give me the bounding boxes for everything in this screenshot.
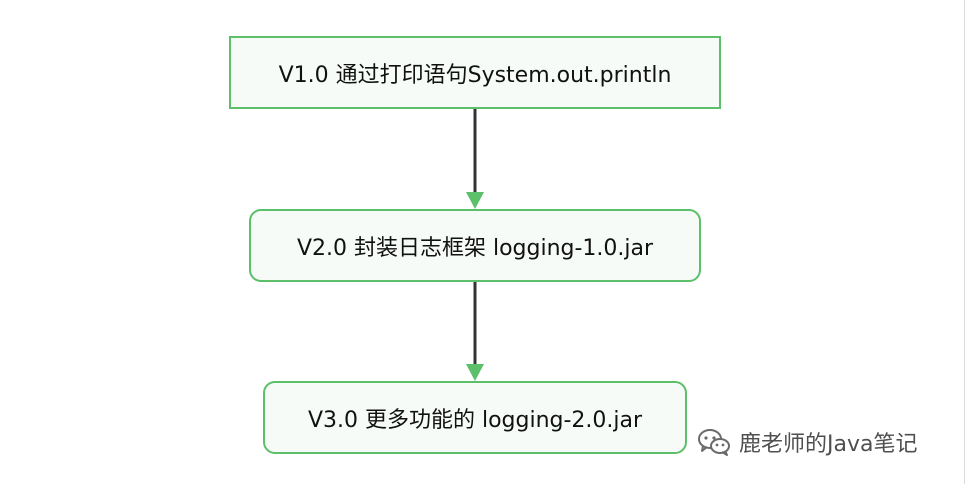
node-label: V2.0 封装日志框架 logging-1.0.jar	[296, 235, 654, 261]
flow-node-v2: V2.0 封装日志框架 logging-1.0.jar	[249, 209, 701, 282]
flow-node-v1: V1.0 通过打印语句System.out.println	[229, 36, 721, 109]
flow-node-v3: V3.0 更多功能的 logging-2.0.jar	[263, 381, 687, 454]
arrowhead-icon	[466, 192, 484, 209]
watermark-text: 鹿老师的Java笔记	[739, 432, 918, 457]
page-edge-divider	[964, 0, 965, 484]
wechat-icon	[698, 429, 730, 456]
node-label: V3.0 更多功能的 logging-2.0.jar	[307, 407, 643, 433]
watermark: 鹿老师的Java笔记	[697, 425, 917, 459]
node-label: V1.0 通过打印语句System.out.println	[278, 62, 672, 88]
edge-v2-v3	[466, 282, 484, 381]
arrowhead-icon	[466, 364, 484, 381]
edge-v1-v2	[466, 109, 484, 209]
